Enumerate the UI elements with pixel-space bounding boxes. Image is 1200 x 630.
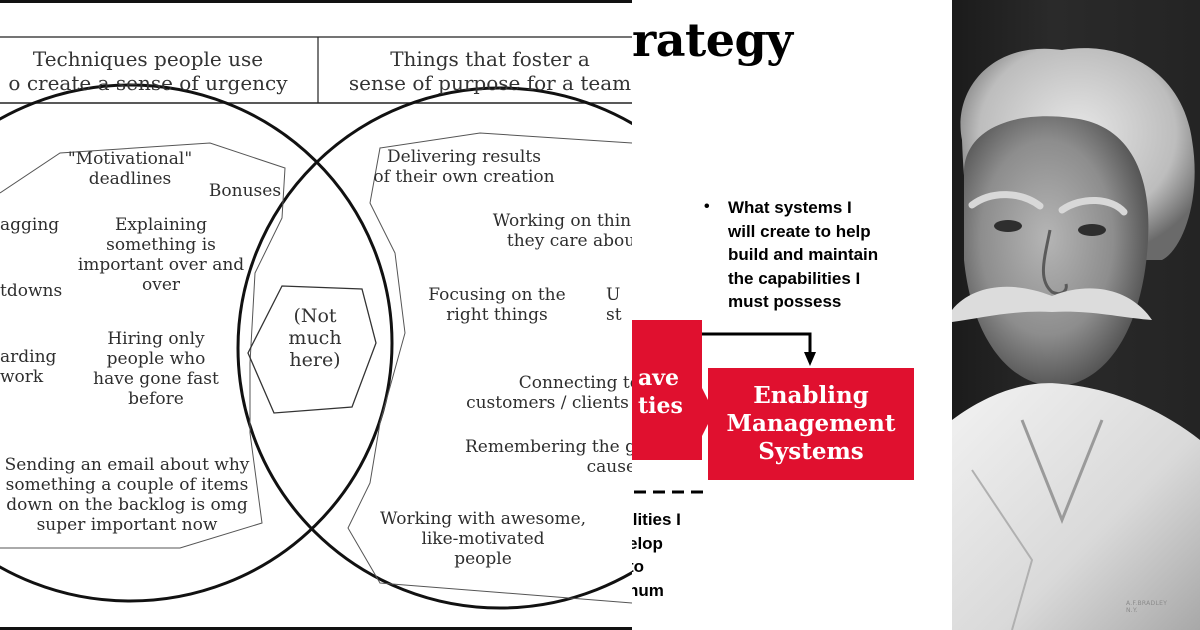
left-item: "Motivational" deadlines [67,149,193,189]
bottom-bullet-text: ilities I elop to num [632,510,681,600]
portrait-photo-panel: A.F.BRADLEY N.Y. [952,0,1200,630]
capabilities-box: ave ties [632,320,702,460]
enabling-management-systems-box: Enabling Management Systems [708,368,914,480]
left-item: arding work [0,347,57,387]
eyebrow-shape [1058,196,1128,216]
strategy-slide-panel: rategy • What systems I will create to h… [632,0,952,630]
left-circle [0,83,394,603]
right-item: U st [606,285,622,325]
bullet-text: What systems I will create to help build… [728,198,879,311]
left-item: Hiring only people who have gone fast be… [93,329,219,409]
coat-shape [952,383,1200,630]
right-item: Remembering the g cause [464,437,632,477]
moustache-shape [952,286,1152,322]
bullet-marker: • [704,198,710,215]
overlap-label: (Not much here) [288,305,342,371]
right-heading: Things that foster a sense of purpose fo… [348,47,632,95]
right-circle [236,86,632,610]
left-inner-outline [0,142,286,549]
right-item: Delivering results of their own creation [373,147,555,187]
overlap-pentagon [247,285,377,414]
main-box-label: Enabling Management Systems [726,382,896,465]
slide-title: rategy [632,13,793,67]
capabilities-box-label: ave ties [638,365,683,419]
eye-shape [1078,224,1106,236]
eye-shape [994,220,1022,232]
right-item: Focusing on the right things [428,285,566,325]
coat-fold-shape [971,469,1034,630]
arrow-head-icon [804,352,816,366]
right-item: Working on thing they care about [492,211,632,251]
photo-credit: A.F.BRADLEY N.Y. [1126,600,1168,614]
portrait-photo-icon [952,48,1200,630]
lapel-shape [1020,419,1104,525]
left-heading: Techniques people use o create a sense o… [8,47,288,95]
solid-connector-line [702,332,812,356]
left-item: Explaining something is important over a… [77,215,245,295]
left-item: agging [0,215,60,235]
eyebrow-shape [968,191,1044,210]
right-item: Working with awesome, like-motivated peo… [379,509,587,569]
venn-sketch-art [0,36,632,610]
left-item: Sending an email about why something a c… [4,455,250,535]
left-item: Bonuses [208,181,282,201]
venn-diagram-panel: Techniques people use o create a sense o… [0,0,632,630]
left-item: tdowns [0,281,63,301]
face-shape [964,116,1149,387]
nose-shape [1041,229,1068,296]
right-inner-outline [347,132,632,604]
right-item: Connecting to customers / clients / [466,373,632,413]
